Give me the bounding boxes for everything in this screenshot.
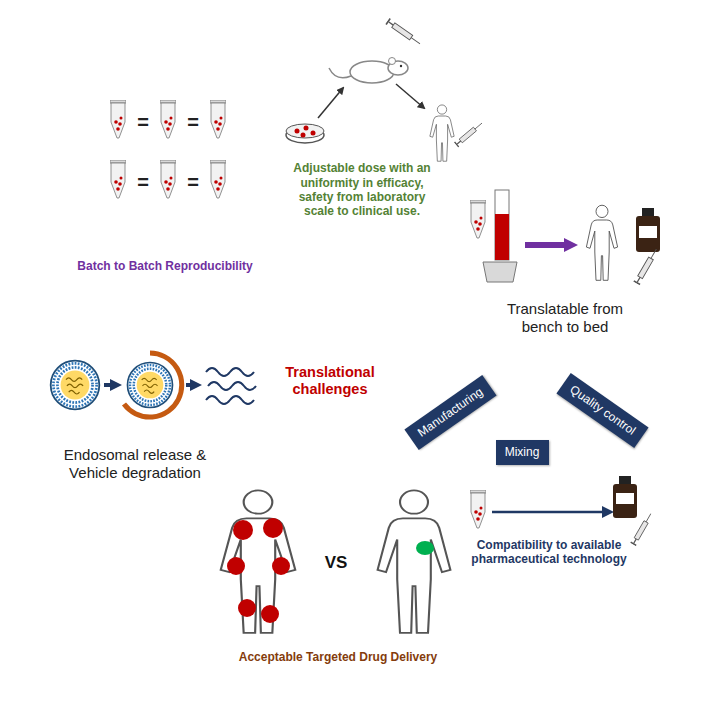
equals-sign: = [137, 112, 149, 132]
text-holder: Endosomal release & Vehicle degradation [45, 446, 225, 482]
center-circle-fill [272, 297, 388, 413]
batch-sector-fill [1, 34, 330, 355]
node-text: Batch to Batch Reproducibility [70, 259, 260, 273]
text-holder: Compatibility to available pharmaceutica… [461, 538, 637, 567]
process-box: Quality control [556, 373, 648, 448]
node-text: Mixing [505, 445, 540, 459]
text-holder: Acceptable Targeted Drug Delivery [208, 650, 468, 664]
equals-sign: = [187, 172, 199, 192]
bench-sector-fill [330, 73, 698, 355]
batch-tubes [110, 100, 226, 198]
process-box: Manufacturing [404, 375, 496, 450]
endosomal-illustration [51, 353, 256, 417]
equals-sign: = [137, 172, 149, 192]
node-text: Compatibility to available pharmaceutica… [461, 538, 637, 567]
text-holder: Translatable from bench to bed [495, 300, 635, 336]
text-holder: Batch to Batch Reproducibility [70, 259, 260, 273]
liposome-icon [310, 302, 350, 342]
targeting-illustration [221, 490, 451, 633]
node-text: Acceptable Targeted Drug Delivery [208, 650, 468, 664]
text-holder: Adjustable dose with an uniformity in ef… [287, 161, 437, 219]
node-text: Adjustable dose with an uniformity in ef… [287, 161, 437, 219]
technology-sector-fill [330, 345, 704, 661]
equals-sign: = [187, 112, 199, 132]
node-text: Translatable from bench to bed [495, 300, 635, 336]
node-text: Endosomal release & Vehicle degradation [45, 446, 225, 482]
bench-to-bed-illustration [470, 190, 660, 285]
dose-sector-fill [227, 3, 556, 355]
manufacturing-illustration [470, 476, 654, 546]
text-holder: Translational challenges [276, 364, 384, 399]
node-text: Manufacturing [414, 384, 485, 440]
targeting-sector-fill [94, 355, 529, 701]
process-box: Mixing [496, 440, 549, 465]
endosomal-sector-fill [0, 286, 330, 596]
node-text: Quality control [567, 382, 638, 438]
dose-illustration [286, 18, 484, 161]
node-text: Translational challenges [276, 364, 384, 399]
versus-label: VS [325, 554, 348, 571]
